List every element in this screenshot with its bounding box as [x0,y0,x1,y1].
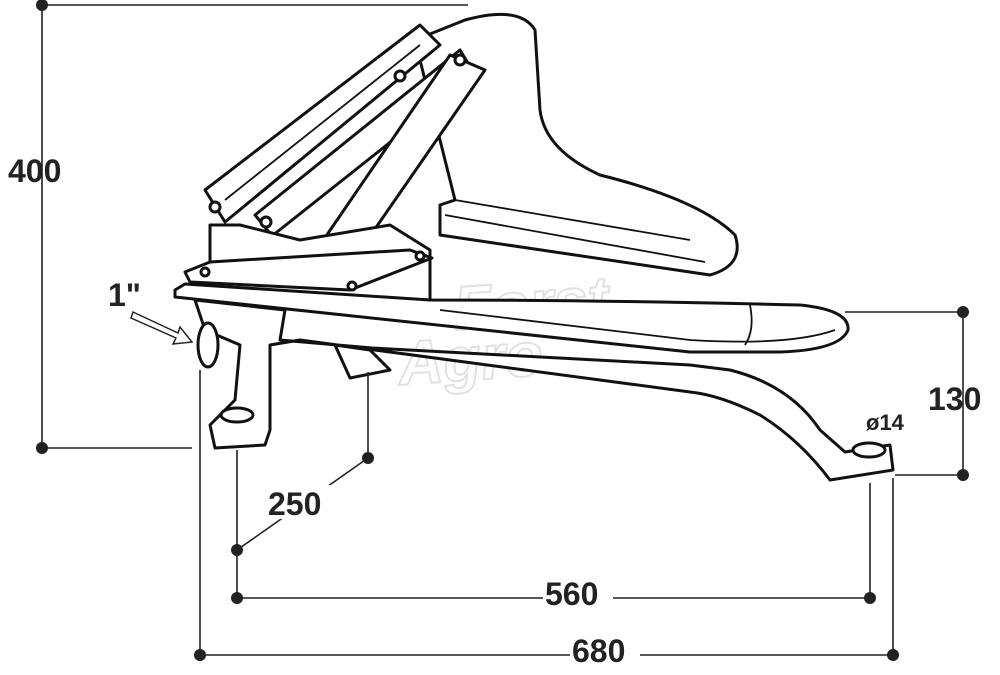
dim-hole-diameter-label: ø14 [866,410,905,435]
inlet-pipe [196,321,220,369]
mounting-plate [183,248,434,292]
dim-foot-height-label: 130 [928,381,981,417]
dim-inlet-label: 1" [108,277,141,313]
pump-illustration [173,12,895,482]
arrow-icon [130,310,194,345]
mount-hole-left [219,406,255,424]
dim-height-label: 400 [8,153,61,189]
pump-spout [413,12,739,277]
support-bracket [333,343,392,380]
dim-overall-length-label: 680 [572,633,625,669]
mount-hole-right [851,441,887,459]
dim-leg-offset-label: 250 [268,486,321,522]
dim-foot-spacing-label: 560 [545,576,598,612]
